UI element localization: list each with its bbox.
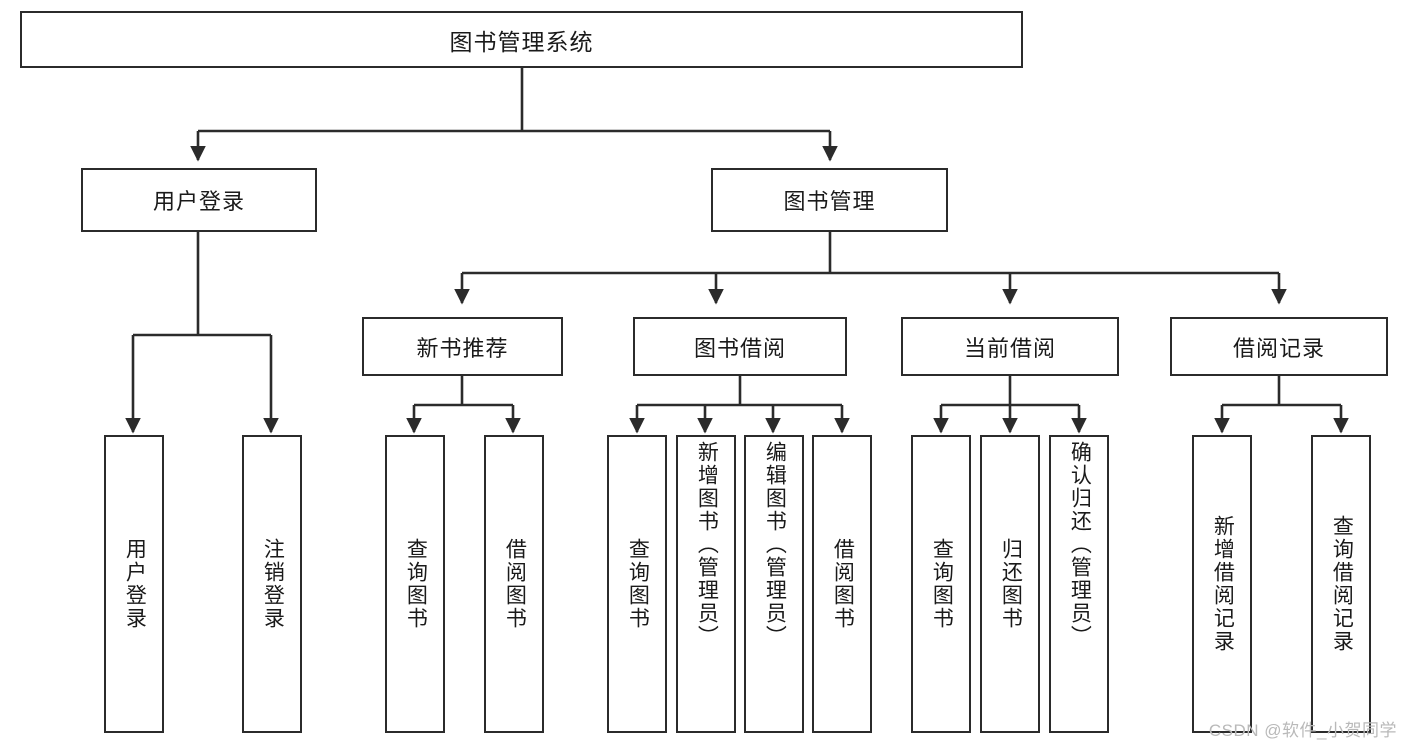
node-leaf-br-add-label: 新增借阅记录	[1211, 515, 1235, 653]
node-borrow-record[interactable]: 借阅记录	[1170, 317, 1388, 376]
node-book-manage-label: 图书管理	[783, 189, 876, 214]
node-user-login-label: 用户登录	[152, 189, 245, 214]
node-leaf-rec-query[interactable]: 查询图书	[385, 435, 445, 733]
node-leaf-cb-confirm-label: 确认归还（管理员）	[1068, 441, 1092, 648]
node-leaf-cb-return-label: 归还图书	[999, 538, 1023, 630]
node-leaf-bb-add[interactable]: 新增图书（管理员）	[676, 435, 736, 733]
node-current-borrow-label: 当前借阅	[963, 335, 1056, 361]
node-leaf-br-query-label: 查询借阅记录	[1330, 515, 1354, 653]
node-leaf-user-logout-label: 注销登录	[261, 538, 285, 630]
node-leaf-bb-add-label: 新增图书（管理员）	[695, 441, 719, 648]
node-leaf-bb-query-label: 查询图书	[626, 538, 650, 630]
node-leaf-bb-edit[interactable]: 编辑图书（管理员）	[744, 435, 804, 733]
node-leaf-cb-query[interactable]: 查询图书	[911, 435, 971, 733]
node-book-manage[interactable]: 图书管理	[711, 168, 948, 232]
node-leaf-rec-borrow-label: 借阅图书	[503, 538, 527, 630]
node-root[interactable]: 图书管理系统	[20, 11, 1023, 68]
node-book-borrow[interactable]: 图书借阅	[633, 317, 847, 376]
node-leaf-br-query[interactable]: 查询借阅记录	[1311, 435, 1371, 733]
node-leaf-rec-query-label: 查询图书	[404, 538, 428, 630]
node-leaf-cb-return[interactable]: 归还图书	[980, 435, 1040, 733]
node-leaf-bb-edit-label: 编辑图书（管理员）	[763, 441, 787, 648]
node-user-login[interactable]: 用户登录	[81, 168, 317, 232]
node-book-borrow-label: 图书借阅	[693, 335, 786, 361]
node-leaf-cb-query-label: 查询图书	[930, 538, 954, 630]
node-leaf-bb-borrow[interactable]: 借阅图书	[812, 435, 872, 733]
node-leaf-bb-borrow-label: 借阅图书	[831, 538, 855, 630]
node-borrow-record-label: 借阅记录	[1232, 335, 1325, 361]
node-leaf-cb-confirm[interactable]: 确认归还（管理员）	[1049, 435, 1109, 733]
node-leaf-br-add[interactable]: 新增借阅记录	[1192, 435, 1252, 733]
node-root-label: 图书管理系统	[449, 28, 594, 55]
node-new-book-rec-label: 新书推荐	[416, 335, 509, 361]
node-current-borrow[interactable]: 当前借阅	[901, 317, 1119, 376]
node-new-book-rec[interactable]: 新书推荐	[362, 317, 563, 376]
node-leaf-rec-borrow[interactable]: 借阅图书	[484, 435, 544, 733]
node-leaf-bb-query[interactable]: 查询图书	[607, 435, 667, 733]
node-leaf-user-login-label: 用户登录	[123, 538, 147, 630]
node-leaf-user-logout[interactable]: 注销登录	[242, 435, 302, 733]
node-leaf-user-login[interactable]: 用户登录	[104, 435, 164, 733]
